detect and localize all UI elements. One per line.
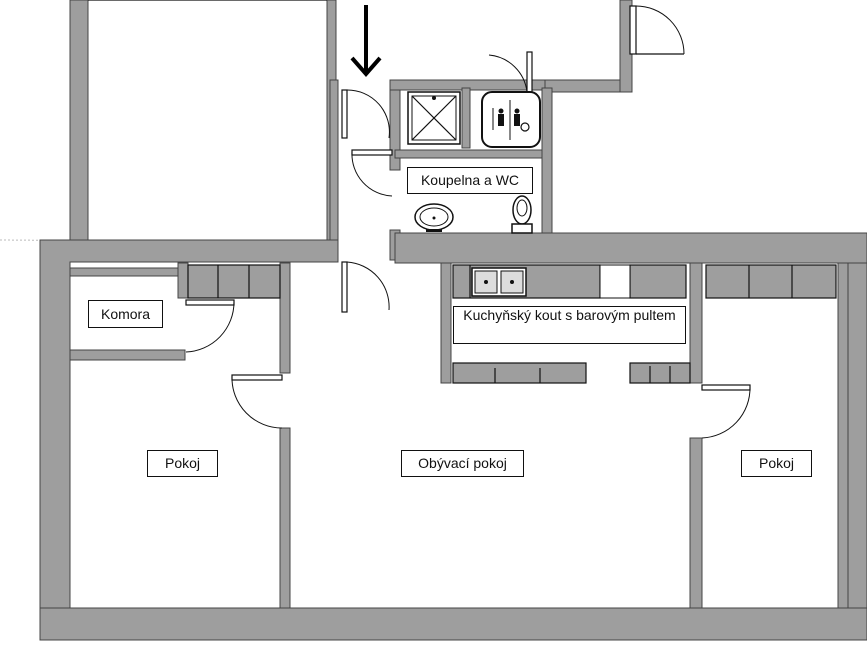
- label-komora: Komora: [88, 300, 163, 328]
- entrance-arrow-icon: [350, 5, 382, 78]
- outer-walls: [39, 232, 867, 641]
- toilet-icon: [511, 195, 533, 234]
- elevator-icon: [481, 91, 541, 148]
- bar-counter: [452, 362, 691, 384]
- shower-icon: [407, 91, 461, 145]
- sink-icon: [414, 203, 454, 232]
- kitchen-sink-icon: [471, 267, 527, 297]
- room-doors: [185, 299, 751, 439]
- label-koupelna: Koupelna a WC: [407, 167, 533, 194]
- interior-walls: [69, 262, 849, 609]
- wardrobe-left: [187, 264, 281, 299]
- label-pokoj-left: Pokoj: [147, 450, 218, 477]
- label-pokoj-right: Pokoj: [741, 450, 812, 477]
- label-obyvaci: Obývací pokoj: [401, 450, 524, 477]
- upper-left-walls: [0, 0, 337, 243]
- label-kuchyn: Kuchyňský kout s barovým pultem: [453, 306, 686, 344]
- wardrobe-right: [705, 264, 837, 299]
- stair-door: [629, 5, 685, 55]
- corridor-walls: [329, 0, 633, 261]
